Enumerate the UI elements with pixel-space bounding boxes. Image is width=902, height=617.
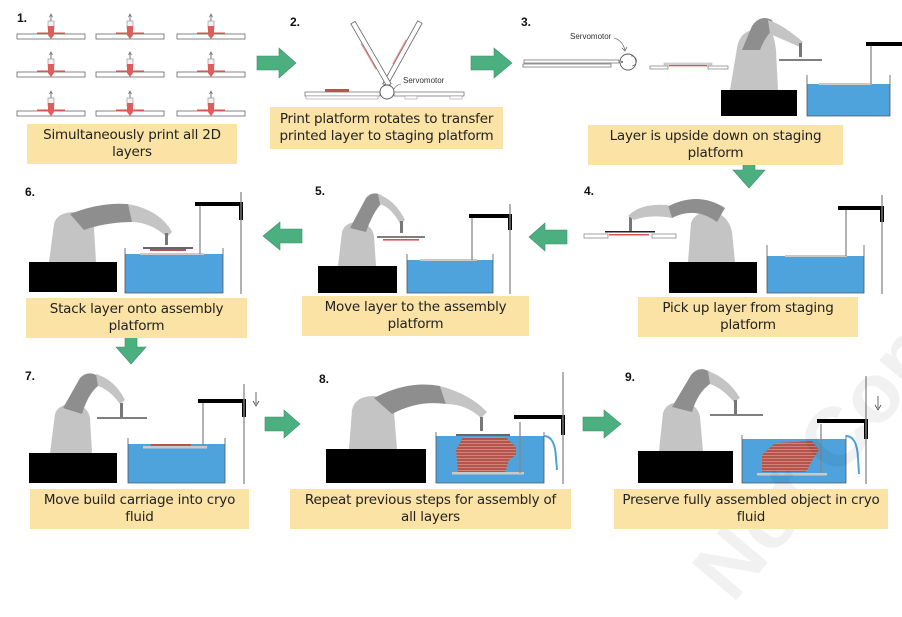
robot-arm: [29, 203, 193, 292]
arrow-right-icon: [470, 47, 513, 79]
arrow-right-icon: [582, 409, 622, 439]
step-number-7: 7.: [25, 369, 36, 383]
step-6-caption: Stack layer onto assembly platform: [26, 298, 247, 338]
servomotor: [379, 84, 395, 100]
step-number-5: 5.: [315, 184, 326, 198]
robot-arm: [721, 18, 822, 116]
step-8-caption: Repeat previous steps for assembly of al…: [290, 489, 571, 529]
step-1-illustration: [16, 13, 246, 117]
cryo-tank: [741, 376, 882, 484]
step-4-illustration: [583, 195, 884, 294]
cryo-tank: [435, 372, 565, 484]
step-number-6: 6.: [25, 185, 36, 199]
step-7-caption: Move build carriage into cryo fluid: [30, 489, 249, 529]
step-2-illustration: [304, 20, 465, 100]
printed-object: [456, 437, 516, 473]
print-head-grid: [16, 13, 246, 117]
step-9-caption: Preserve fully assembled object in cryo …: [614, 489, 888, 529]
step-number-8: 8.: [319, 372, 330, 386]
robot-arm: [326, 384, 510, 483]
cryo-tank: [124, 192, 243, 294]
step-number-3: 3.: [521, 15, 532, 29]
servomotor-label: Servomotor: [570, 32, 612, 41]
arrow-left-icon: [528, 222, 568, 252]
robot-arm: [638, 369, 763, 483]
arrow-right-icon: [264, 409, 301, 439]
cryo-tank: [406, 204, 512, 294]
step-4-caption: Pick up layer from staging platform: [638, 297, 858, 337]
step-number-1: 1.: [17, 11, 28, 25]
step-3-illustration: [522, 18, 902, 117]
arrow-right-icon: [256, 47, 297, 79]
step-8-illustration: [326, 372, 565, 484]
step-2-caption-line-2: printed layer to staging platform: [279, 128, 494, 144]
step-6-illustration: [29, 192, 243, 294]
step-1-caption: Simultaneously print all 2D layers: [27, 124, 237, 164]
step-number-9: 9.: [625, 370, 636, 384]
step-2-caption: Print platform rotates to transfer print…: [270, 107, 503, 149]
step-7-illustration: [29, 373, 260, 484]
cryo-tank: [806, 42, 902, 117]
arrow-left-icon: [262, 221, 303, 251]
process-diagram-canvas: [16, 13, 902, 484]
printed-object: [762, 441, 819, 472]
step-5-illustration: [318, 193, 512, 294]
cryo-tank: [127, 384, 260, 484]
down-arrow-icon: [252, 392, 260, 407]
robot-arm: [318, 193, 425, 293]
step-2-caption-line-1: Print platform rotates to transfer: [279, 111, 494, 127]
cryo-tank: [766, 195, 884, 294]
robot-arm: [628, 199, 757, 293]
robot-arm: [29, 373, 147, 483]
step-number-2: 2.: [290, 15, 301, 29]
down-arrow-icon: [874, 396, 882, 411]
servomotor-label: Servomotor: [403, 76, 445, 85]
step-3-caption: Layer is upside down on staging platform: [588, 125, 843, 165]
step-9-illustration: [638, 369, 882, 484]
step-number-4: 4.: [584, 184, 595, 198]
step-5-caption: Move layer to the assembly platform: [302, 296, 529, 336]
